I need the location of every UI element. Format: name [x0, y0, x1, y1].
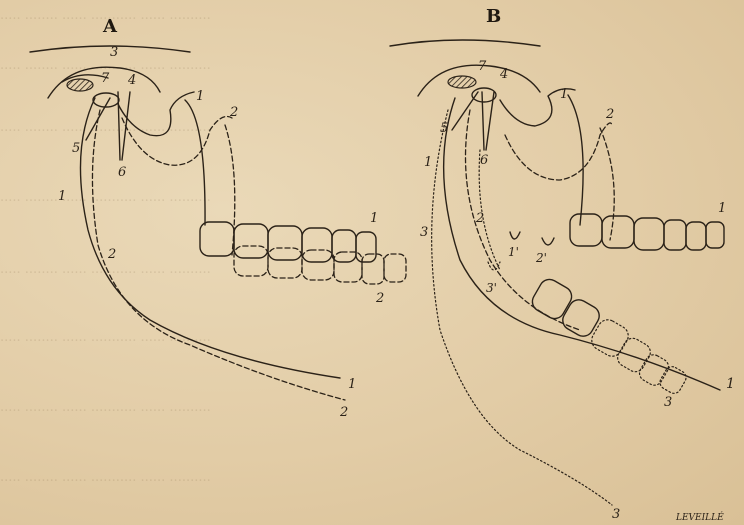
label-a-2-mid: 2 [107, 247, 116, 262]
label-b-4: 4 [499, 67, 508, 82]
panel-b: B [390, 6, 735, 522]
panel-b-label: B [486, 6, 501, 27]
teeth-row-b-3 [529, 276, 689, 396]
panel-a: A [30, 16, 406, 420]
label-a-1-end: 1 [348, 377, 356, 392]
teeth-row-1 [200, 222, 376, 262]
teeth-row-2 [234, 246, 406, 284]
label-a-1-left: 1 [58, 189, 66, 204]
label-b-3-prime: 3' [486, 281, 497, 295]
teeth-row-b-1 [570, 214, 724, 250]
sigmoid-notch-2 [122, 117, 232, 166]
root-mark-1 [510, 232, 520, 239]
label-b-3-left: 3 [420, 225, 428, 240]
label-b-2-top: 2 [605, 107, 614, 122]
label-b-3-end: 3 [612, 507, 620, 522]
label-b-5: 5 [440, 121, 448, 136]
label-b-1-top: 1 [560, 87, 568, 102]
label-b-6: 6 [480, 153, 488, 168]
label-a-6: 6 [118, 165, 126, 180]
label-b-1-prime: 1' [508, 245, 519, 259]
hatched-condyle [67, 79, 93, 91]
mandible-outline-b-3 [432, 110, 612, 505]
mandible-outline-2 [92, 110, 345, 400]
label-b-1-left: 1 [424, 155, 432, 170]
ramus-line-b-3 [479, 150, 500, 270]
anterior-ramus-b-1 [568, 95, 583, 225]
sigmoid-notch-b-2 [505, 123, 612, 180]
label-b-1-teeth: 1 [718, 201, 726, 216]
label-a-1-top: 1 [196, 89, 204, 104]
label-a-4: 4 [127, 73, 136, 88]
label-b-7: 7 [478, 59, 487, 74]
label-b-1-end: 1 [726, 376, 735, 392]
label-a-2-end: 2 [339, 405, 348, 420]
root-mark-2 [542, 238, 554, 245]
panel-a-label: A [102, 16, 118, 37]
label-a-7: 7 [101, 71, 110, 86]
label-a-5: 5 [72, 141, 80, 156]
hatched-condyle-b [448, 76, 476, 88]
label-b-3-low: 3 [664, 395, 672, 410]
pointer-lines-b [452, 92, 494, 150]
label-a-2-top: 2 [229, 105, 238, 120]
label-b-2-mid: 2 [475, 211, 484, 226]
label-a-3: 3 [110, 45, 118, 60]
label-b-2-prime: 2' [535, 251, 547, 265]
skull-base-line-b [390, 40, 540, 46]
engraver-signature: LEVEILLÉ [675, 511, 724, 523]
label-a-2-teeth: 2 [375, 291, 384, 306]
label-a-1-teeth: 1 [370, 211, 378, 226]
